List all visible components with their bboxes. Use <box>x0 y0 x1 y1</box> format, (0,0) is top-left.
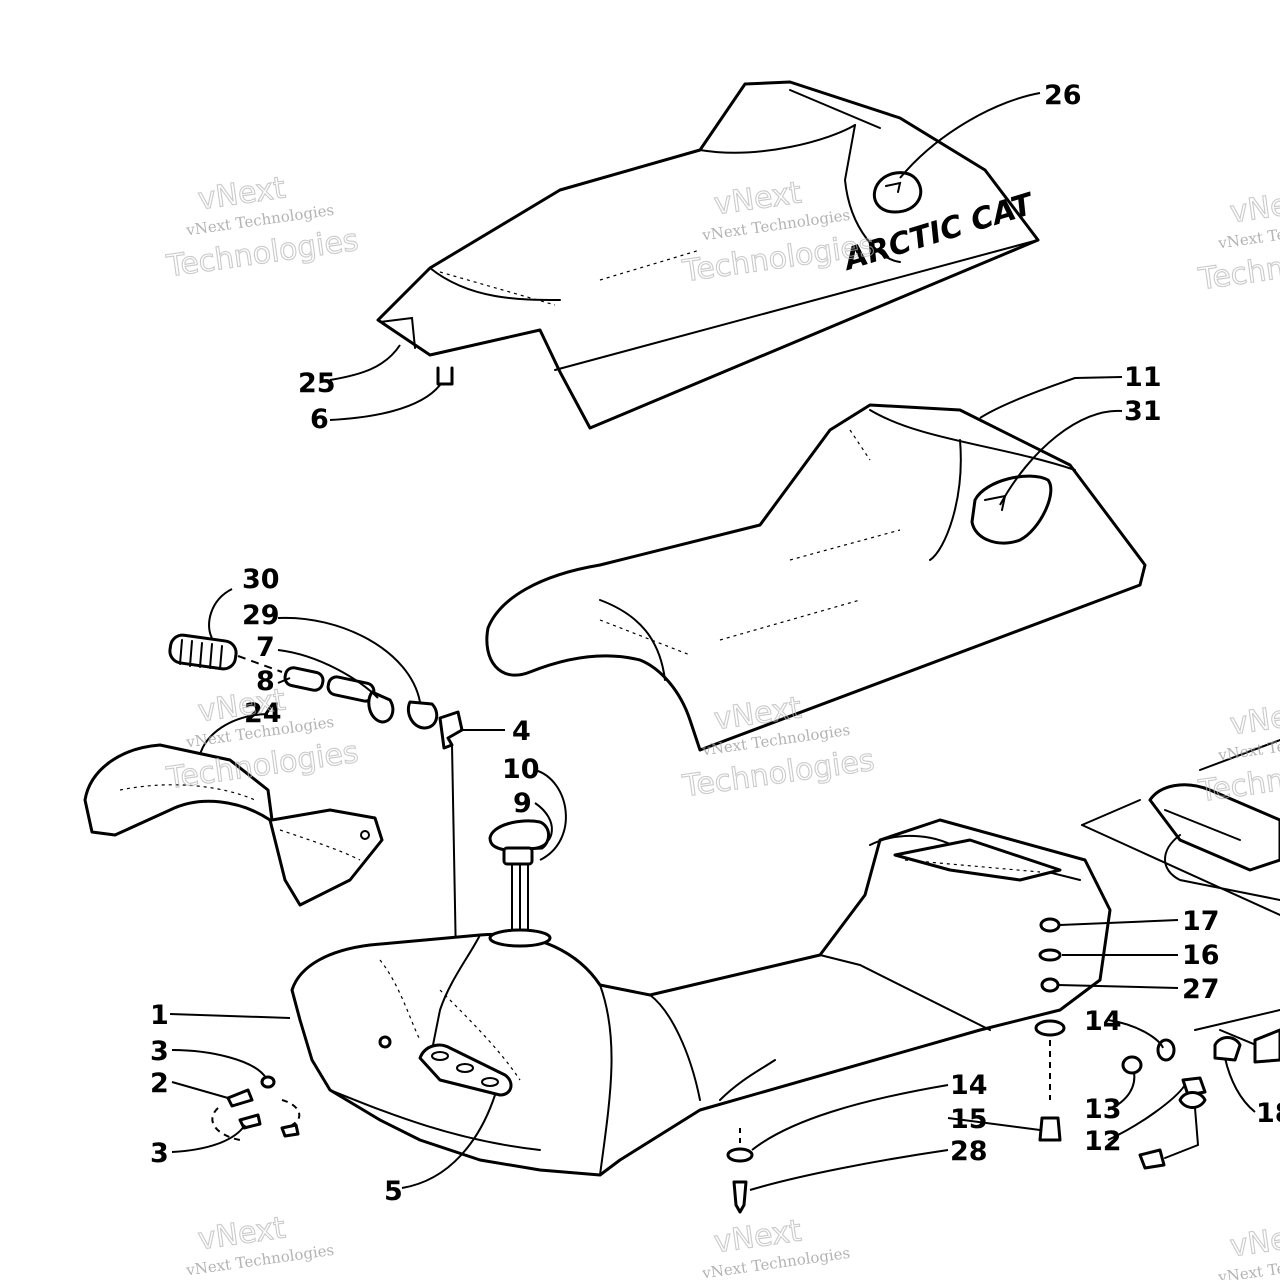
hose-segment-8a <box>283 666 325 692</box>
callout-labels: 26 25 6 11 31 30 29 7 8 24 4 10 9 1 3 2 … <box>150 80 1280 1207</box>
callout-6: 6 <box>310 404 329 435</box>
callout-17: 17 <box>1182 906 1220 937</box>
washer-screw-28 <box>726 1128 754 1214</box>
clamp-2-3 <box>211 1075 301 1141</box>
emblem-31 <box>970 474 1053 545</box>
grommet-3 <box>378 1035 392 1049</box>
hose-dashline <box>237 655 283 673</box>
nose-piece-24 <box>83 743 384 907</box>
callout-29: 29 <box>242 600 280 631</box>
callout-8: 8 <box>256 666 275 697</box>
slots-5 <box>418 1043 513 1097</box>
callout-31: 31 <box>1124 396 1162 427</box>
callout-11: 11 <box>1124 362 1162 393</box>
callout-9: 9 <box>513 788 532 819</box>
seat-cover <box>376 80 1040 430</box>
emblem-26 <box>872 171 923 214</box>
fuel-cap-9 <box>488 819 550 936</box>
clip-6 <box>436 366 454 386</box>
callout-14b: 14 <box>1084 1006 1122 1037</box>
callout-10: 10 <box>502 754 540 785</box>
callout-24: 24 <box>244 698 282 729</box>
callout-14a: 14 <box>950 1070 988 1101</box>
callout-4: 4 <box>512 716 531 747</box>
callout-15: 15 <box>950 1104 988 1135</box>
watermark-mid-right: vNext vNext Technologies Technologies <box>1195 695 1280 810</box>
callout-1: 1 <box>150 1000 169 1031</box>
watermark-top-left: vNext vNext Technologies Technologies <box>163 170 361 285</box>
callout-2: 2 <box>150 1068 169 1099</box>
callout-13: 13 <box>1084 1094 1122 1125</box>
callout-18: 18 <box>1256 1098 1280 1129</box>
vent-line <box>451 744 457 961</box>
callout-16: 16 <box>1182 940 1220 971</box>
watermark-top-right: vNext vNext Technologies Technologies <box>1195 183 1280 298</box>
fastener-stack <box>1034 917 1066 1142</box>
svg-text:vNext: vNext <box>1228 1217 1280 1264</box>
clamp-7 <box>367 690 395 724</box>
callout-3a: 3 <box>150 1036 169 1067</box>
svg-text:vNext: vNext <box>1228 183 1280 230</box>
callout-7: 7 <box>256 632 275 663</box>
seat-11 <box>485 403 1147 752</box>
hardware-12-13-14 <box>1121 1009 1280 1170</box>
svg-text:vNext: vNext <box>1228 695 1280 742</box>
callout-27: 27 <box>1182 974 1220 1005</box>
callout-12: 12 <box>1084 1126 1122 1157</box>
callout-26: 26 <box>1044 80 1082 111</box>
clamp-29 <box>406 700 439 730</box>
watermark-bottom-left: vNext vNext Technologies <box>184 1210 335 1280</box>
watermark-bottom-right: vNext vNext Technologies <box>1216 1217 1280 1280</box>
right-bracket <box>1081 739 1280 916</box>
spring-30 <box>168 633 238 671</box>
callout-5: 5 <box>384 1176 403 1207</box>
fitting-4 <box>438 710 464 750</box>
callout-28: 28 <box>950 1136 988 1167</box>
callout-3b: 3 <box>150 1138 169 1169</box>
callout-30: 30 <box>242 564 280 595</box>
leader-lines <box>169 92 1256 1191</box>
watermark-bottom-center: vNext vNext Technologies <box>700 1213 851 1280</box>
callout-25: 25 <box>298 368 336 399</box>
